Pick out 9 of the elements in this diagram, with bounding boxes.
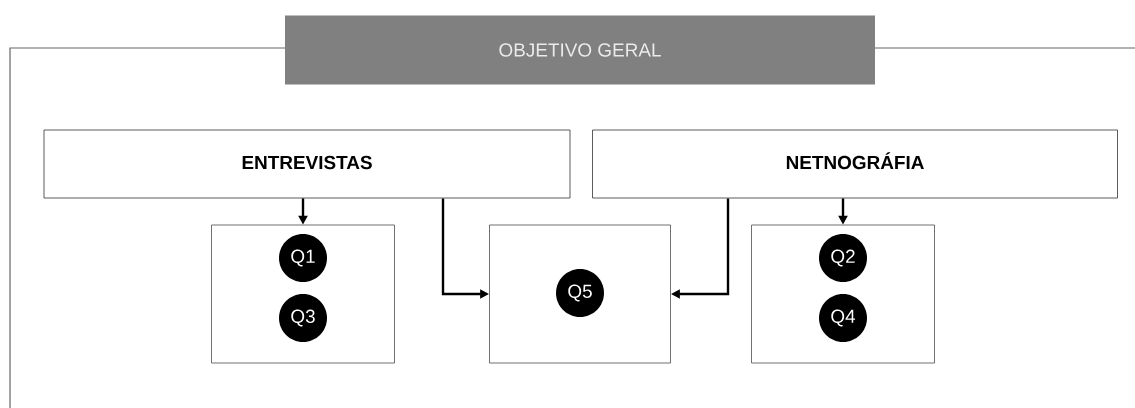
- question-badge: Q4: [819, 294, 867, 342]
- question-badge: Q3: [279, 294, 327, 342]
- title-band: OBJETIVO GERAL: [285, 15, 875, 85]
- question-badge: Q1: [279, 234, 327, 282]
- method-box: ENTREVISTAS: [43, 129, 571, 199]
- question-box: [489, 224, 671, 364]
- question-badge: Q5: [556, 269, 604, 317]
- question-badge: Q2: [819, 234, 867, 282]
- method-box: NETNOGRÁFIA: [592, 129, 1118, 199]
